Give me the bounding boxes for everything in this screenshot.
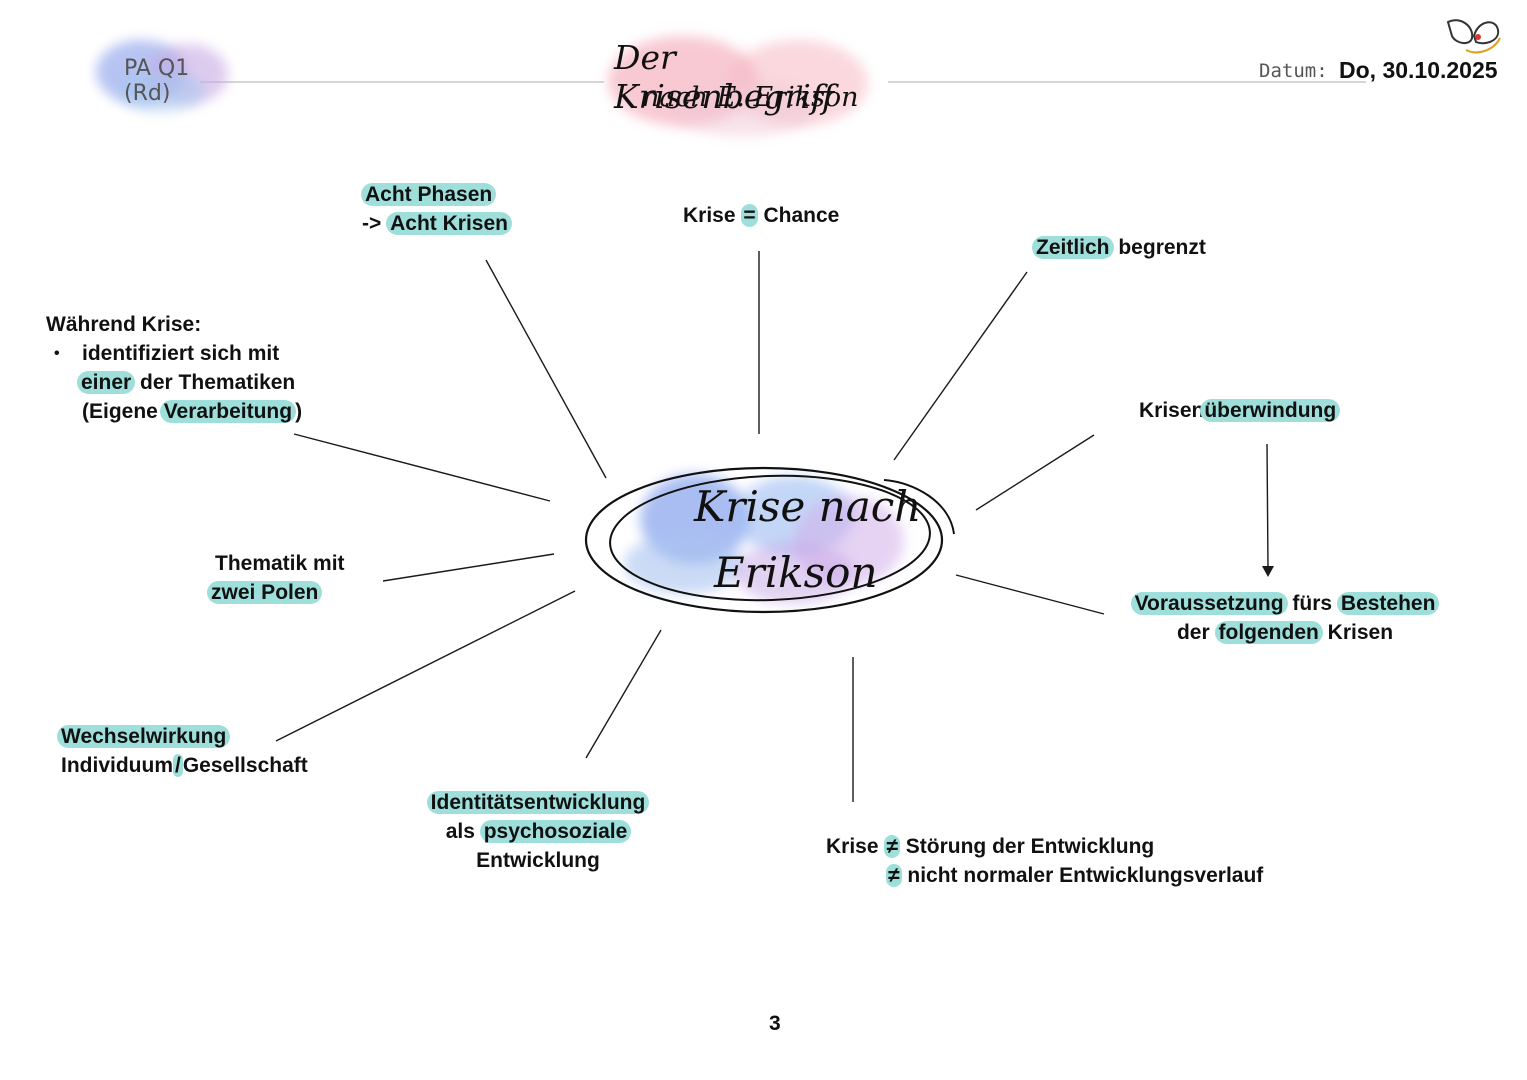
node-voraussetzung: Voraussetzung fürs Bestehen der folgende… [1110, 589, 1460, 647]
node-krise-stoerung: Krise ≠ Störung der Entwicklung ≠ nicht … [826, 835, 1264, 887]
line-voraussetzung [955, 574, 1105, 615]
node-krise-chance: Krise = Chance [683, 204, 840, 227]
date-value: Do, 30.10.2025 [1339, 57, 1498, 83]
course-badge: PA Q1 (Rd) [88, 30, 238, 116]
butterfly-logo-icon [1446, 19, 1501, 54]
arrow-shaft [1266, 443, 1269, 569]
title-line-1: Der Krisenbegriff [614, 38, 835, 116]
date-label: Datum: [1259, 60, 1328, 82]
page-title: Der Krisenbegriff nach E. Erikson [598, 30, 882, 140]
not-equal-sign: ≠ [884, 835, 900, 858]
arrow-prefix: -> [362, 212, 382, 235]
node-zeitlich: Zeitlich begrenzt [1032, 233, 1206, 262]
page-number: 3 [769, 1012, 781, 1035]
node-wechselwirkung: Wechselwirkung Individuum/Gesellschaft [57, 722, 308, 780]
node-identitaetsentwicklung: Identitätsentwicklung als psychosoziale … [404, 788, 672, 875]
waehrend-title: Während Krise: [46, 313, 202, 336]
line-zeitlich [893, 271, 1028, 461]
title-line-2: nach E. Erikson [642, 82, 859, 113]
arrow-head [1262, 566, 1274, 577]
line-acht-phasen [485, 259, 607, 479]
line-identitaet [585, 629, 662, 759]
line-ueberwindung [975, 434, 1095, 511]
node-thematik: Thematik mit zwei Polen [207, 549, 345, 607]
not-equal-sign-2: ≠ [886, 864, 902, 887]
bullet: • [54, 345, 60, 362]
acht-phasen-label: Acht Phasen [361, 183, 497, 206]
node-acht-phasen: Acht Phasen -> Acht Krisen [361, 180, 512, 238]
course-label: PA Q1 (Rd) [124, 56, 190, 106]
acht-krisen-label: Acht Krisen [386, 212, 512, 235]
equals-sign: = [741, 204, 758, 227]
node-krisenueberwindung: Krisenüberwindung [1139, 396, 1341, 425]
center-line-1: Krise nach [694, 482, 922, 531]
line-wechsel [275, 590, 576, 742]
center-line-2: Erikson [714, 548, 878, 597]
line-waehrend [293, 433, 551, 502]
node-waehrend-krise: Während Krise: • identifiziert sich mit … [46, 310, 302, 426]
center-topic: Krise nach Erikson [584, 456, 956, 620]
line-thematik [382, 553, 555, 582]
